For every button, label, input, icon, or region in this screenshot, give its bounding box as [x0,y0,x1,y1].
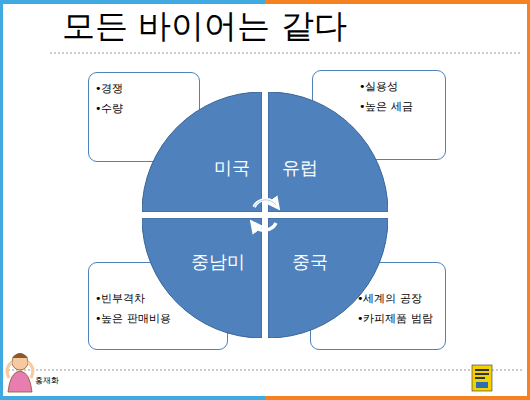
top-bar-blue [0,0,265,4]
person-icon [7,353,33,392]
bullet-item: •높은 판매비용 [95,309,171,329]
author-name: 홍재화 [35,375,59,386]
book-icon [472,365,492,391]
quadrant-shape [268,218,388,338]
left-bar [0,0,3,400]
bullet-item: •수량 [95,99,124,119]
region-quadrant: 미국 [142,92,262,212]
top-bar-orange [265,0,530,4]
right-bar [527,0,530,400]
region-quadrant: 유럽 [268,92,388,212]
bottom-bar-orange [265,396,530,400]
quadrant-fill [268,218,388,338]
region-name: 미국 [214,156,250,180]
bottom-bar-blue [0,396,265,400]
quadrant-fill [268,92,388,212]
slide-title: 모든 바이어는 같다 [62,4,347,49]
quadrant-shape [142,92,262,212]
bullet-item: •실용성 [359,77,399,97]
region-quadrant: 중남미 [142,218,262,338]
quadrant-fill [142,92,262,212]
quadrant-shape [268,92,388,212]
bullet-item: •카피제품 범람 [357,309,433,329]
bullet-item: •경쟁 [95,79,124,99]
quadrant-fill [142,218,262,338]
bullet-item: •빈부격차 [95,289,146,309]
region-name: 중국 [292,250,328,274]
bullet-item: •높은 세금 [359,97,413,117]
title-rule [50,53,522,54]
cycle-arrows [254,200,276,230]
region-quadrant: 중국 [268,218,388,338]
quadrant-shape [142,218,262,338]
bullet-item: •세계의 공장 [357,289,422,309]
footer-rule [8,370,522,371]
region-name: 유럽 [282,156,318,180]
region-name: 중남미 [191,250,245,274]
